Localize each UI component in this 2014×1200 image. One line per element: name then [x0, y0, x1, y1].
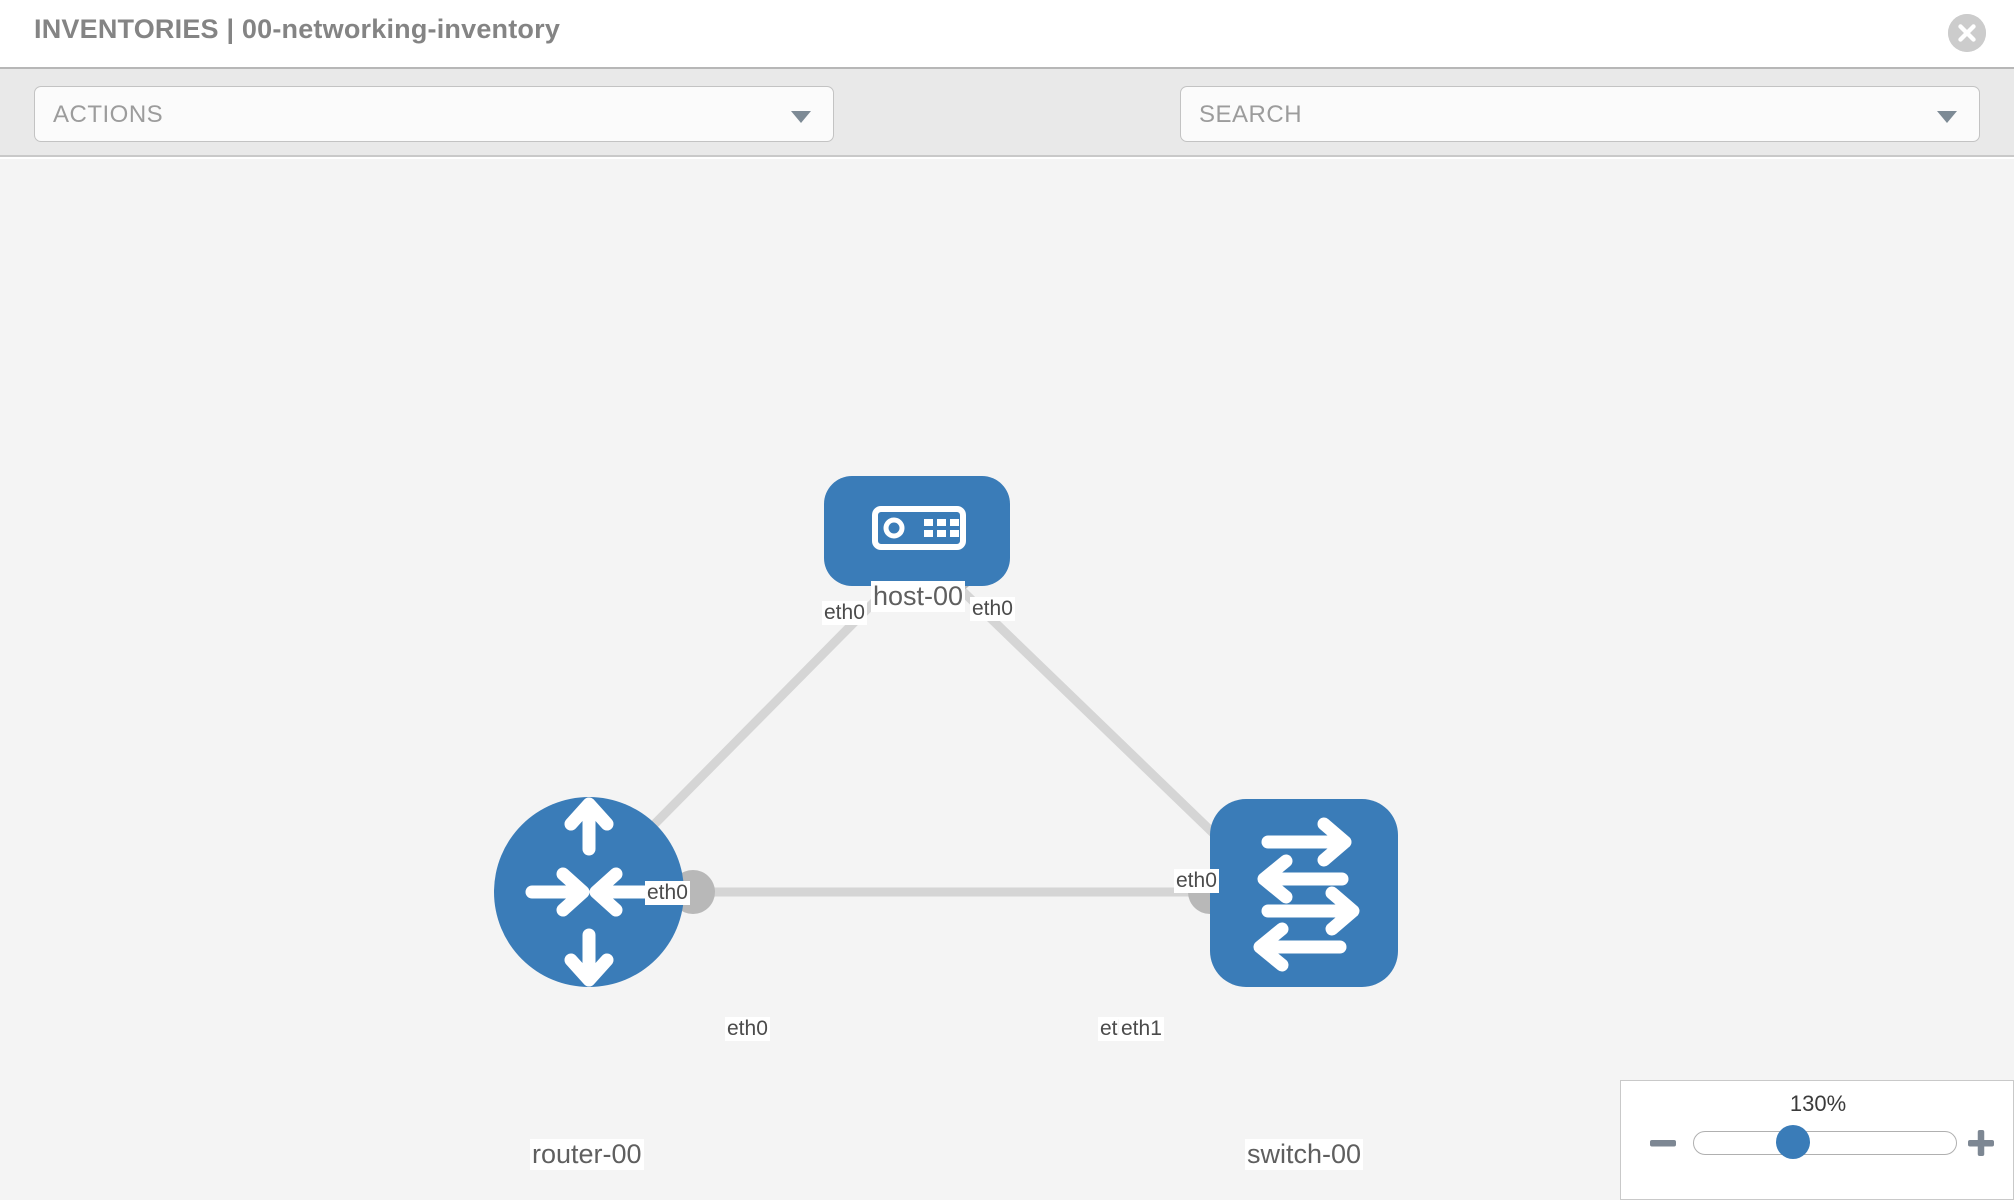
iface-label-router00-right[interactable]: eth0 — [725, 1017, 770, 1041]
page-header: INVENTORIES | 00-networking-inventory — [0, 0, 2014, 69]
iface-label-switch00-left-eth1[interactable]: eth1 — [1119, 1017, 1164, 1041]
topology-links — [616, 575, 1250, 897]
close-icon[interactable] — [1948, 14, 1986, 52]
minus-icon[interactable] — [1647, 1127, 1679, 1159]
search-input[interactable]: SEARCH — [1180, 86, 1980, 142]
node-label-switch-00[interactable]: switch-00 — [1245, 1139, 1364, 1170]
iface-label-host00-left[interactable]: eth0 — [822, 601, 867, 625]
node-label-router-00[interactable]: router-00 — [530, 1139, 644, 1170]
page-title: INVENTORIES | 00-networking-inventory — [34, 14, 561, 44]
iface-label-switch00-up[interactable]: eth0 — [1174, 869, 1219, 893]
zoom-slider-thumb[interactable] — [1776, 1125, 1810, 1159]
chevron-down-icon — [791, 111, 811, 123]
actions-dropdown[interactable]: ACTIONS — [34, 86, 834, 142]
zoom-panel: 130% — [1620, 1080, 2014, 1200]
zoom-slider-track[interactable] — [1693, 1131, 1957, 1155]
zoom-percent-label: 130% — [1789, 1091, 1847, 1116]
link-host00-router00[interactable] — [616, 575, 901, 863]
link-host00-switch00[interactable] — [946, 575, 1244, 863]
search-placeholder: SEARCH — [1199, 101, 1303, 128]
chevron-down-icon[interactable] — [1937, 111, 1957, 123]
iface-label-router00-up[interactable]: eth0 — [645, 881, 690, 905]
node-router-00[interactable] — [494, 797, 684, 987]
plus-icon[interactable] — [1965, 1127, 1997, 1159]
node-host-00[interactable] — [824, 476, 1010, 586]
node-label-host-00[interactable]: host-00 — [871, 581, 966, 612]
iface-label-host00-right[interactable]: eth0 — [970, 597, 1015, 621]
toolbar: ACTIONS SEARC — [0, 69, 2014, 200]
topology-graph — [494, 476, 1398, 987]
actions-dropdown-label: ACTIONS — [53, 101, 164, 128]
node-switch-00[interactable] — [1210, 799, 1398, 987]
topology-canvas[interactable]: eth0 eth0 eth0 eth0 eth0 eth0 eth1 host-… — [0, 159, 2014, 1200]
